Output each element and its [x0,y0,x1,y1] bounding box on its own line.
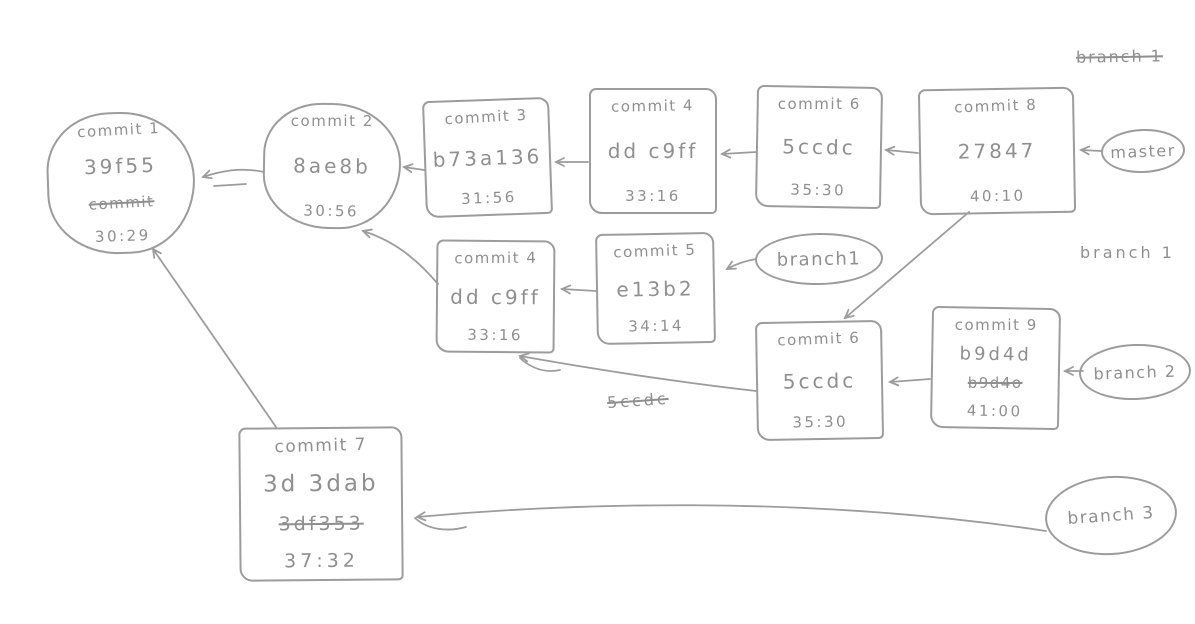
commit-title: commit 1 [77,118,162,142]
edge-commit4mid-to-commit2 [361,228,439,285]
note-scratched-hash: 5ccdc [606,388,670,413]
edge-commit3-to-commit2 [402,163,425,174]
commit-title: commit 6 [778,95,862,114]
edge-master-to-commit8 [1078,145,1102,156]
commit-time: 35:30 [790,180,847,200]
tag-branch-2-label: branch 2 [1093,361,1177,383]
edge-commit6bot-to-commit4mid-hook [519,357,561,372]
node-commit-6-top: commit 6 5ccdc 35:30 [754,84,884,210]
edge-commit6bot-to-commit4mid [518,352,757,392]
edge-commit7-to-commit1 [151,247,277,428]
commit-scratched-text: commit [88,191,155,214]
node-commit-4-top: commit 4 dd c9ff 33:16 [589,88,717,214]
node-commit-4-mid: commit 4 dd c9ff 33:16 [435,239,556,354]
commit-time: 37:32 [284,549,359,573]
commit-hash: b9d4d [959,343,1033,366]
commit-time: 34:14 [628,316,685,336]
node-commit-2: commit 2 8ae8b 30:56 [261,101,403,231]
commit-time: 33:16 [467,325,524,345]
commit-hash: 3d 3dab [262,470,379,498]
node-commit-8: commit 8 27847 40:10 [917,86,1077,216]
edge-commit2-to-commit1 [201,168,265,180]
commit-time: 33:16 [625,187,681,205]
commit-time: 40:10 [969,186,1026,206]
commit-title: commit 5 [613,240,697,262]
commit-scratched-text: b9d4o [967,374,1023,393]
commit-hash: b73a136 [432,143,543,172]
node-commit-7: commit 7 3d 3dab 3df353 37:32 [238,426,404,582]
commit-title: commit 9 [954,316,1038,335]
edge-branch3-to-commit7 [414,504,1047,532]
tag-branch-1-label: branch1 [776,247,862,271]
node-commit-5: commit 5 e13b2 34:14 [595,231,716,346]
note-branch1-text: branch 1 [1080,243,1175,262]
tag-master: master [1100,127,1186,175]
edge-commit5-to-commit4mid [559,284,597,295]
edge-branch1-to-commit5 [725,258,757,270]
tag-branch-1: branch1 [754,231,884,287]
edge-branch3-to-commit7-hook [414,517,467,531]
commit-hash: 5ccdc [782,134,856,160]
edge-commit2-to-commit1-extra [213,183,247,187]
commit-title: commit 4 [454,248,538,268]
edge-commit9-to-commit6bot [887,376,931,387]
commit-hash: 39f55 [83,153,158,180]
commit-title: commit 4 [611,96,695,116]
node-commit-6-bottom: commit 6 5ccdc 35:30 [754,319,885,442]
commit-time: 31:56 [460,188,518,208]
commit-hash: 5ccdc [782,367,857,394]
tag-branch-3-label: branch 3 [1066,502,1156,529]
commit-hash: dd c9ff [607,139,699,163]
commit-hash: 27847 [957,138,1037,164]
commit-title: commit 7 [273,434,367,458]
commit-time: 30:29 [94,225,152,246]
node-commit-9: commit 9 b9d4d b9d4o 41:00 [929,305,1062,431]
commit-scratched-text: 3df353 [278,512,364,536]
commit-title: commit 3 [444,105,529,129]
commit-time: 35:30 [792,412,849,432]
commit-title: commit 2 [291,112,375,131]
commit-hash: 8ae8b [292,153,372,179]
node-commit-1: commit 1 39f55 commit 30:29 [44,109,198,257]
note-branch1-crossed-out: branch 1 [1075,46,1164,67]
commit-time: 41:00 [966,401,1023,421]
commit-time: 30:56 [303,201,360,221]
edge-commit8-to-commit6top [883,145,919,156]
commit-hash: e13b2 [616,275,695,302]
tag-branch-2: branch 2 [1078,342,1192,402]
tag-branch-3: branch 3 [1042,471,1180,560]
commit-hash: dd c9ff [450,284,541,309]
node-commit-3: commit 3 b73a136 31:56 [421,96,554,219]
edge-commit6top-to-commit4top [719,148,757,159]
tag-master-label: master [1109,140,1177,162]
commit-title: commit 8 [954,95,1039,117]
commit-title: commit 6 [776,328,861,350]
